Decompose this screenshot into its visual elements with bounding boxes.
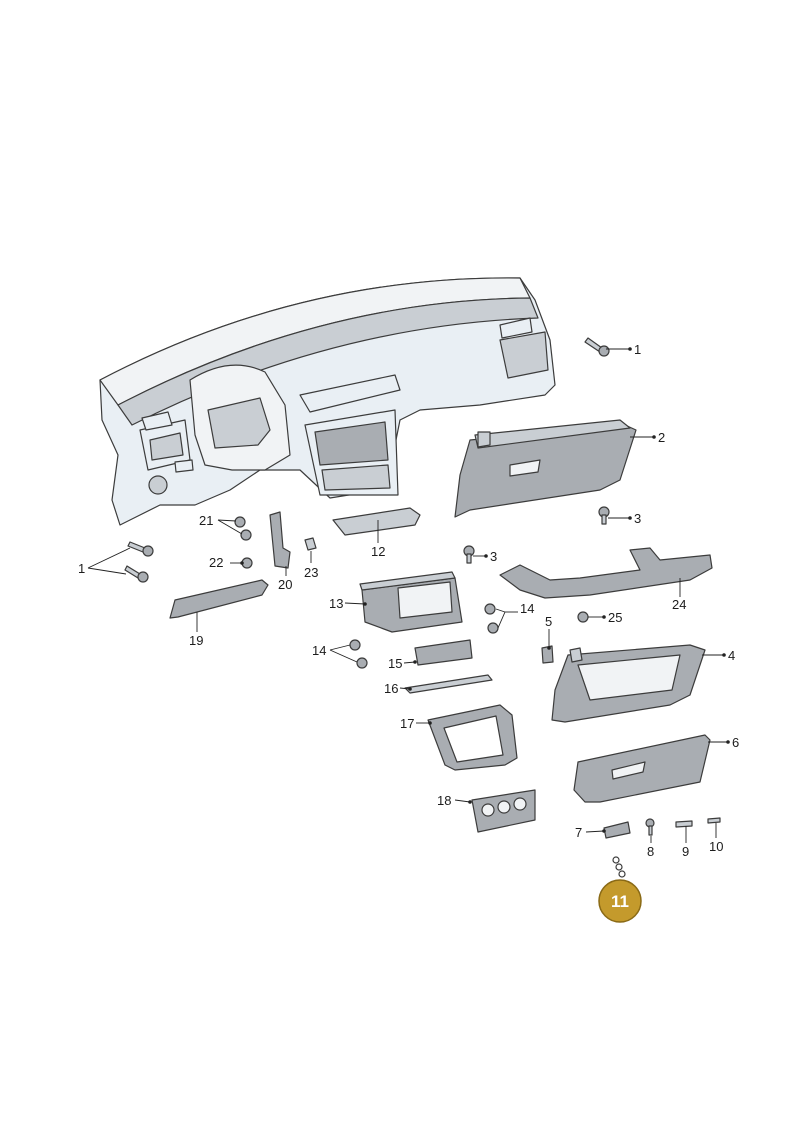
part-16-strip	[404, 674, 493, 694]
label-part-7: 7	[575, 825, 582, 840]
label-part-3-right: 3	[634, 511, 641, 526]
label-part-4: 4	[728, 648, 735, 663]
label-part-2: 2	[658, 430, 665, 445]
label-part-6: 6	[732, 735, 739, 750]
label-part-23: 23	[304, 565, 318, 580]
label-part-17: 17	[400, 716, 414, 731]
label-part-25: 25	[608, 610, 622, 625]
label-part-21: 21	[199, 513, 213, 528]
label-part-9: 9	[682, 844, 689, 859]
part-15-panel	[414, 639, 473, 666]
part-17-frame	[427, 704, 518, 771]
label-part-1-upper: 1	[634, 342, 641, 357]
part-18-climate-panel	[471, 789, 536, 833]
part-20-bracket	[269, 511, 291, 569]
part-labels: 1 1 2 3 3 4 5 6 7 8 9 10 12 13 14 14 15 …	[78, 342, 739, 859]
part-6-lid	[573, 734, 711, 803]
part-4-housing	[551, 644, 706, 723]
label-part-3-center: 3	[490, 549, 497, 564]
label-part-24: 24	[672, 597, 686, 612]
part-23-clip	[304, 537, 317, 551]
label-part-13: 13	[329, 596, 343, 611]
label-part-12: 12	[371, 544, 385, 559]
label-part-8: 8	[647, 844, 654, 859]
label-part-11[interactable]: 11	[611, 892, 629, 911]
part-7-catch	[603, 821, 631, 839]
label-part-20: 20	[278, 577, 292, 592]
label-part-18: 18	[437, 793, 451, 808]
part-13-center-module	[359, 571, 463, 633]
part-2-glove-box	[454, 419, 637, 518]
label-part-1-left: 1	[78, 561, 85, 576]
label-part-14-left: 14	[312, 643, 326, 658]
label-part-14-right: 14	[520, 601, 534, 616]
part-11-badge[interactable]: 11	[598, 879, 642, 923]
part-12-grille	[332, 507, 421, 536]
label-part-10: 10	[709, 839, 723, 854]
leader-lines	[87, 347, 730, 843]
dashboard-assembly	[99, 277, 556, 526]
fasteners	[124, 337, 721, 878]
label-part-15: 15	[388, 656, 402, 671]
label-part-5: 5	[545, 614, 552, 629]
label-part-22: 22	[209, 555, 223, 570]
label-part-16: 16	[384, 681, 398, 696]
part-24-bracket	[499, 547, 713, 599]
part-19-lower-trim	[169, 579, 269, 619]
label-part-19: 19	[189, 633, 203, 648]
highlight-badge-circle[interactable]	[598, 879, 642, 923]
